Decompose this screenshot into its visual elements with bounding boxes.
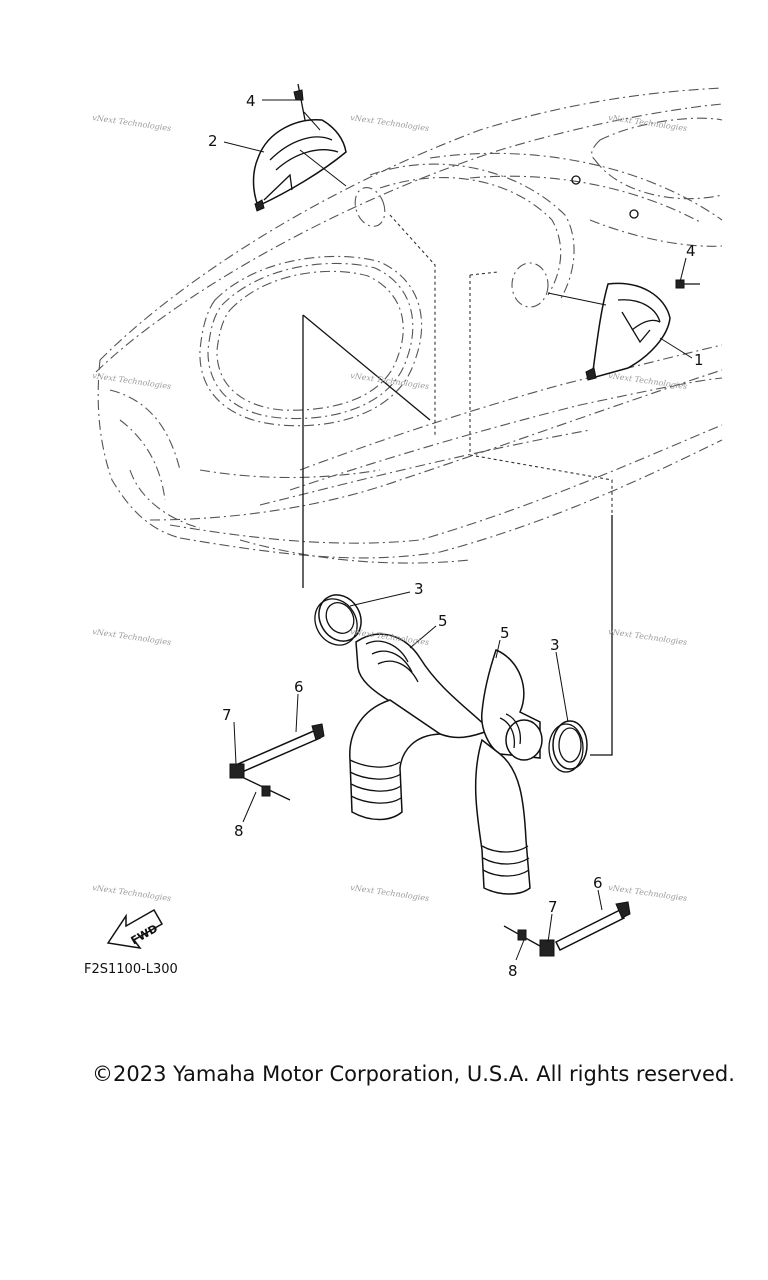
watermark: vNext Technologies (92, 371, 172, 391)
callout-8-right: 8 (508, 962, 518, 980)
callout-7-left: 7 (222, 706, 232, 724)
watermark: vNext Technologies (608, 371, 688, 391)
callout-6-right: 6 (593, 874, 603, 892)
watermark: vNext Technologies (350, 371, 430, 391)
cable-tie-group-right (503, 889, 631, 961)
fastener-4-top (293, 83, 321, 131)
diagram-reference-code: F2S1100-L300 (84, 962, 178, 977)
callout-3-left: 3 (414, 580, 424, 598)
callout-1: 1 (694, 351, 704, 369)
watermark: vNext Technologies (608, 627, 688, 647)
callout-5-right: 5 (500, 624, 510, 642)
watermark: vNext Technologies (92, 627, 172, 647)
part-2-air-duct (252, 119, 347, 212)
callout-7-right: 7 (548, 898, 558, 916)
watermark: vNext Technologies (92, 883, 172, 903)
callout-5-left: 5 (438, 612, 448, 630)
part-3-grommet-right (548, 720, 588, 773)
watermark: vNext Technologies (350, 113, 430, 133)
callout-6-left: 6 (294, 678, 304, 696)
callout-leaders (223, 99, 693, 723)
watermark: vNext Technologies (350, 883, 430, 903)
parts-diagram: 4 2 4 1 3 5 5 3 6 7 8 6 7 8 FWD vNext Te… (92, 83, 723, 980)
part-5-hose-left (349, 633, 492, 821)
cable-tie-group-left (229, 693, 325, 823)
watermark: vNext Technologies (92, 113, 172, 133)
fwd-arrow: FWD (106, 908, 164, 950)
watermark: vNext Technologies (608, 113, 688, 133)
routing-lines (302, 214, 613, 756)
callout-4-right: 4 (686, 242, 696, 260)
fastener-4-right (675, 279, 700, 289)
part-3-grommet-left (314, 594, 362, 646)
part-1-air-duct (547, 282, 671, 381)
copyright-notice: ©2023 Yamaha Motor Corporation, U.S.A. A… (92, 1062, 735, 1086)
part-5-hose-right (474, 648, 543, 895)
hull-outline (95, 87, 723, 564)
callout-2: 2 (208, 132, 218, 150)
watermark: vNext Technologies (608, 883, 688, 903)
callout-8-left: 8 (234, 822, 244, 840)
callout-3-right: 3 (550, 636, 560, 654)
callout-4-top: 4 (246, 92, 256, 110)
